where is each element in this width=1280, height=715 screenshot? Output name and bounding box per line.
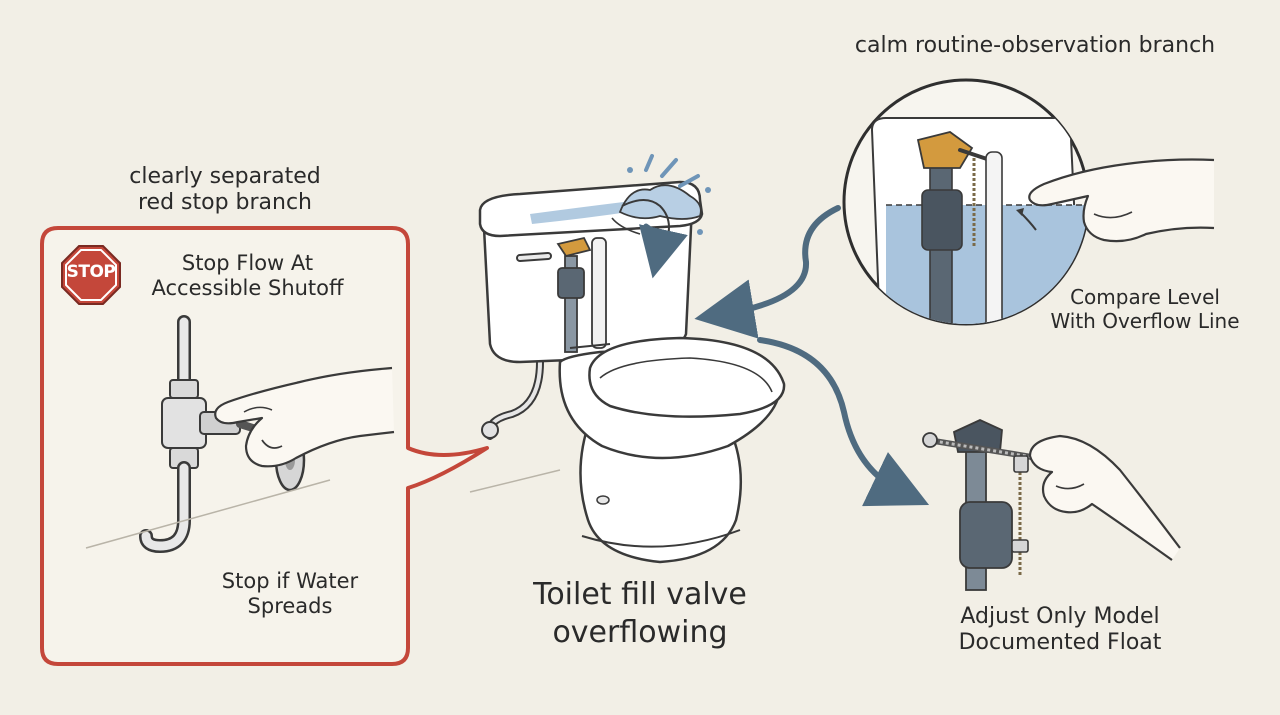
calm-branch-title: calm routine-observation branch <box>854 33 1216 58</box>
hand-icon <box>1028 434 1181 561</box>
toilet-icon <box>469 180 786 564</box>
shutoff-valve-icon <box>85 315 331 554</box>
water-splash-icon <box>611 154 711 279</box>
hand-icon <box>1028 158 1215 243</box>
hand-icon <box>214 366 395 468</box>
stop-spreads-label: Stop if Water Spreads <box>221 569 359 619</box>
fill-valve-icon <box>556 236 611 353</box>
red-branch-title: clearly separated red stop branch <box>129 164 321 216</box>
stop-flow-label: Stop Flow At Accessible Shutoff <box>151 251 344 301</box>
adjust-float-label: Adjust Only Model Documented Float <box>958 604 1162 656</box>
main-title: Toilet fill valve overflowing <box>533 577 747 650</box>
compare-level-label: Compare Level With Overflow Line <box>1050 285 1240 333</box>
flow-arrow-icon <box>694 205 930 507</box>
stop-sign-label: STOP <box>66 262 116 282</box>
float-adjust-icon <box>922 419 1053 591</box>
stop-sign-icon <box>61 245 121 305</box>
